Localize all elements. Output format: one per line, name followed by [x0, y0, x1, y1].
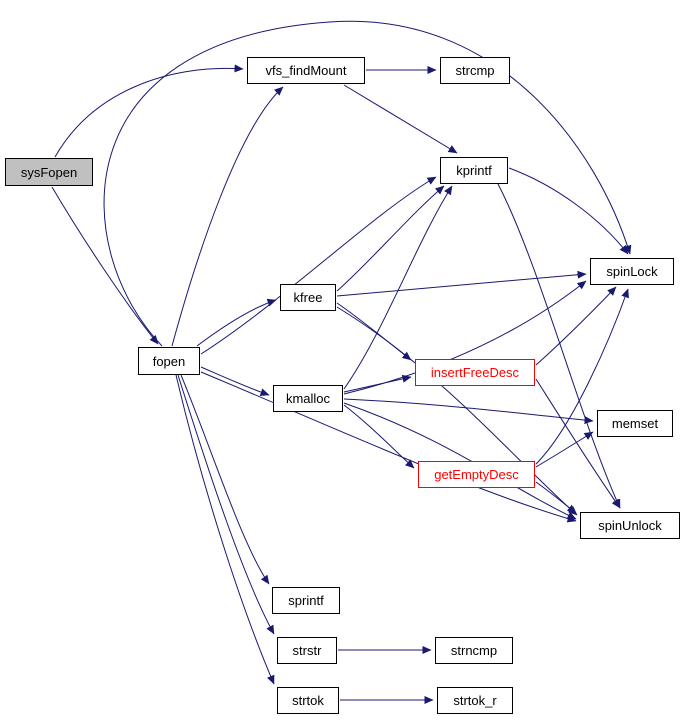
edge-fopen-to-strtok [175, 374, 275, 685]
node-vfs_findMount[interactable]: vfs_findMount [247, 57, 365, 84]
edge-fopen-to-kmalloc [200, 366, 270, 396]
edge-kmalloc-to-kprintf [343, 185, 453, 390]
edge-kfree-to-kprintf [336, 185, 445, 292]
edge-kfree-to-spinLock [336, 270, 587, 297]
node-strncmp[interactable]: strncmp [435, 637, 513, 664]
node-kprintf[interactable]: kprintf [440, 157, 508, 184]
edge-kmalloc-to-spinLock [343, 280, 587, 395]
node-strcmp[interactable]: strcmp [440, 57, 510, 84]
node-insertFreeDesc[interactable]: insertFreeDesc [415, 359, 535, 386]
edge-sysFopen-to-vfs_findMount [54, 64, 244, 158]
edge-fopen-to-strstr [177, 374, 275, 635]
edge-insertFreeDesc-to-spinUnlock [535, 378, 621, 509]
node-fopen[interactable]: fopen [138, 347, 200, 375]
edge-getEmptyDesc-to-spinUnlock [535, 481, 577, 514]
node-kmalloc[interactable]: kmalloc [273, 385, 343, 412]
node-getEmptyDesc[interactable]: getEmptyDesc [418, 461, 535, 488]
edge-insertFreeDesc-to-spinLock [535, 286, 617, 366]
node-memset[interactable]: memset [597, 410, 673, 437]
edge-fopen-to-kfree [196, 298, 277, 347]
edge-fopen-to-sprintf [180, 374, 270, 585]
node-sprintf[interactable]: sprintf [272, 587, 340, 614]
node-strstr[interactable]: strstr [277, 637, 337, 664]
node-spinLock[interactable]: spinLock [590, 258, 674, 285]
edge-kprintf-to-spinUnlock [497, 183, 621, 509]
edge-kmalloc-to-getEmptyDesc [343, 404, 415, 469]
edge-fopen-to-vfs_findMount [171, 86, 284, 347]
edge-getEmptyDesc-to-memset [535, 431, 594, 468]
node-strtok_r[interactable]: strtok_r [437, 687, 513, 714]
edge-vfs_findMount-to-kprintf [343, 84, 458, 154]
node-strtok[interactable]: strtok [277, 687, 339, 714]
node-kfree[interactable]: kfree [280, 284, 336, 311]
node-spinUnlock[interactable]: spinUnlock [580, 512, 680, 539]
edge-fopen-to-spinUnlock [200, 371, 577, 523]
node-sysFopen[interactable]: sysFopen [5, 158, 93, 186]
edge-getEmptyDesc-to-spinLock [535, 288, 629, 465]
edge-fopen-to-spinLock [103, 20, 632, 347]
edge-sysFopen-to-fopen [51, 186, 159, 345]
edge-fopen-to-kprintf [200, 176, 437, 355]
edge-kfree-to-spinUnlock [336, 306, 578, 516]
edge-kprintf-to-spinLock [508, 167, 629, 255]
edges-group [51, 20, 632, 704]
edge-kmalloc-to-memset [343, 398, 594, 425]
edge-kmalloc-to-insertFreeDesc [343, 374, 412, 393]
